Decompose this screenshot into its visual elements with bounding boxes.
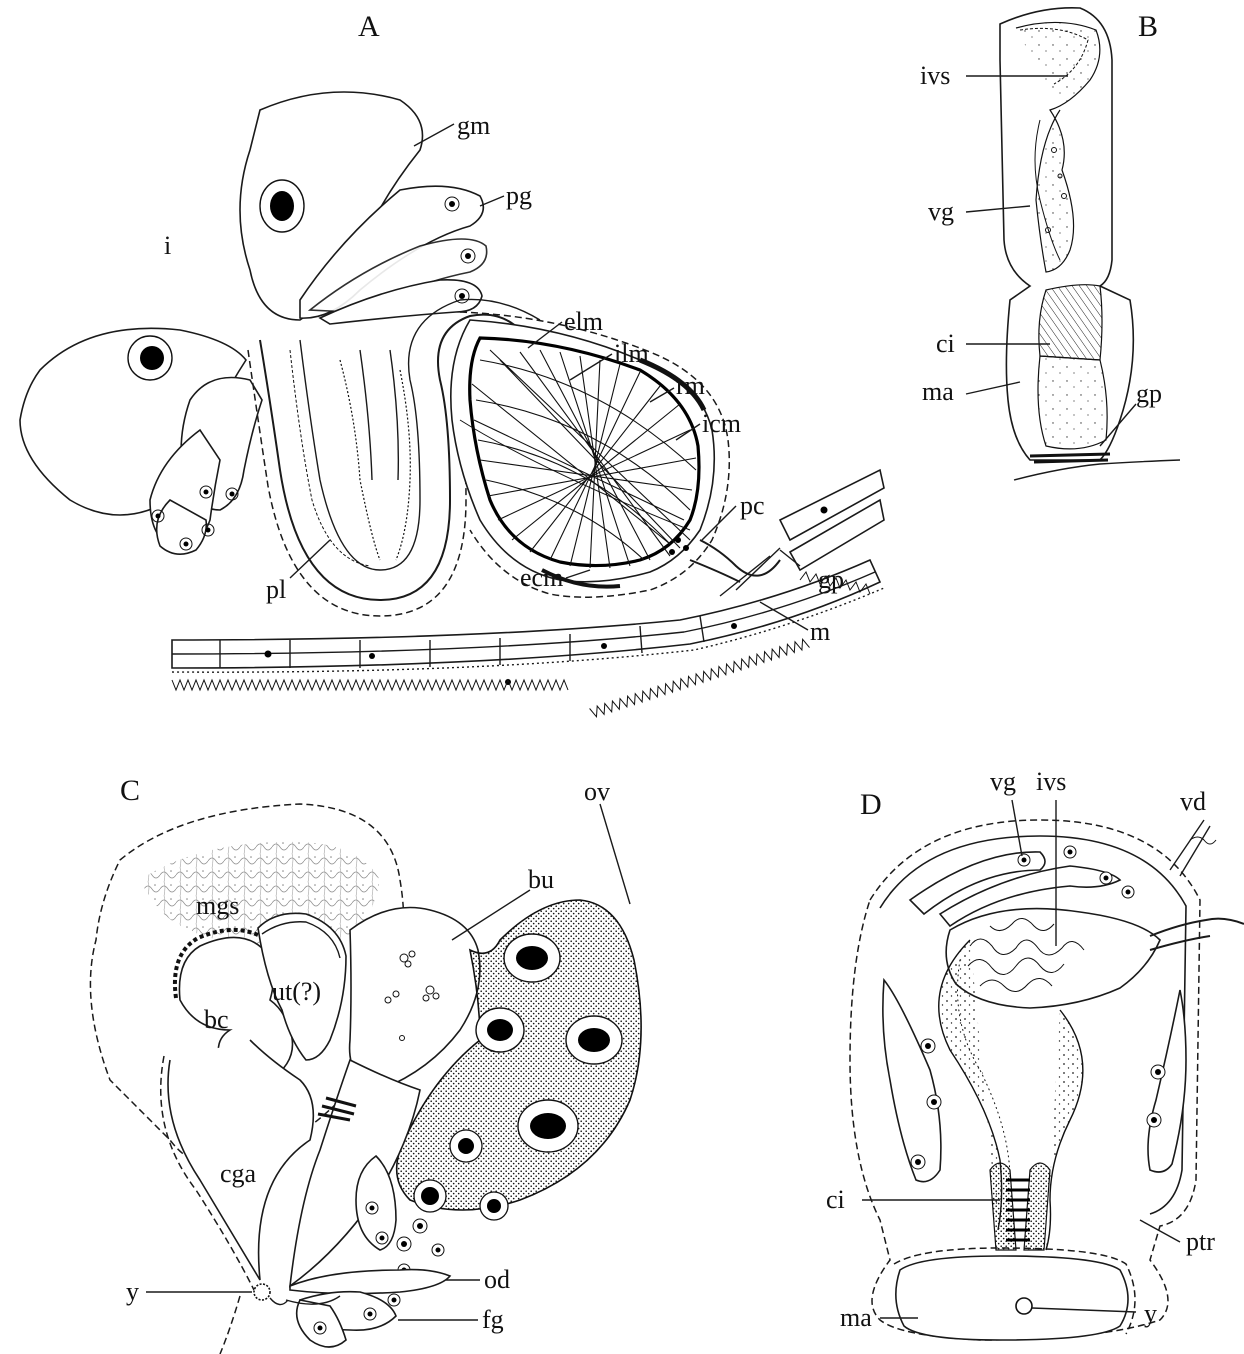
panel-c-letter: C <box>120 774 140 807</box>
panel-d: D vg ivs vd ci ptr ma y <box>826 767 1244 1340</box>
label-vg-d: vg <box>990 767 1016 796</box>
label-pg: pg <box>506 181 532 210</box>
label-od: od <box>484 1265 510 1294</box>
label-bu: bu <box>528 865 554 894</box>
label-gp-a: gp <box>818 565 844 594</box>
label-bc: bc <box>204 1005 229 1034</box>
panel-a: A gm pg i elm ilm rm icm pc gp ecm m pl <box>20 10 884 718</box>
label-ma-d: ma <box>840 1303 872 1332</box>
label-icm: icm <box>702 409 741 438</box>
panel-b: B ivs vg ci ma gp <box>920 8 1180 480</box>
label-ci-b: ci <box>936 329 955 358</box>
label-ivs-d: ivs <box>1036 767 1066 796</box>
label-elm: elm <box>564 307 603 336</box>
panel-b-letter: B <box>1138 10 1158 43</box>
label-rm: rm <box>676 371 705 400</box>
label-cga: cga <box>220 1159 257 1188</box>
label-pl: pl <box>266 575 286 604</box>
label-gp-b: gp <box>1136 379 1162 408</box>
label-y-c: y <box>126 1277 139 1306</box>
label-pc: pc <box>740 491 765 520</box>
label-ivs-b: ivs <box>920 61 950 90</box>
label-vg-b: vg <box>928 197 954 226</box>
label-ecm: ecm <box>520 563 563 592</box>
label-ut: ut(?) <box>272 977 321 1006</box>
label-ov: ov <box>584 777 610 806</box>
label-fg: fg <box>482 1305 504 1334</box>
label-gm: gm <box>457 111 490 140</box>
label-ptr: ptr <box>1186 1227 1215 1256</box>
label-y-d: y <box>1144 1299 1157 1328</box>
label-m: m <box>810 617 830 646</box>
label-ma-b: ma <box>922 377 954 406</box>
label-ci-d: ci <box>826 1185 845 1214</box>
panel-c: C mgs bu ov ut(?) bc cga y od fg <box>90 774 641 1354</box>
label-i: i <box>164 231 171 260</box>
label-ilm: ilm <box>614 339 649 368</box>
panel-d-letter: D <box>860 788 882 821</box>
panel-a-letter: A <box>358 10 380 43</box>
label-vd: vd <box>1180 787 1206 816</box>
label-mgs: mgs <box>196 891 239 920</box>
